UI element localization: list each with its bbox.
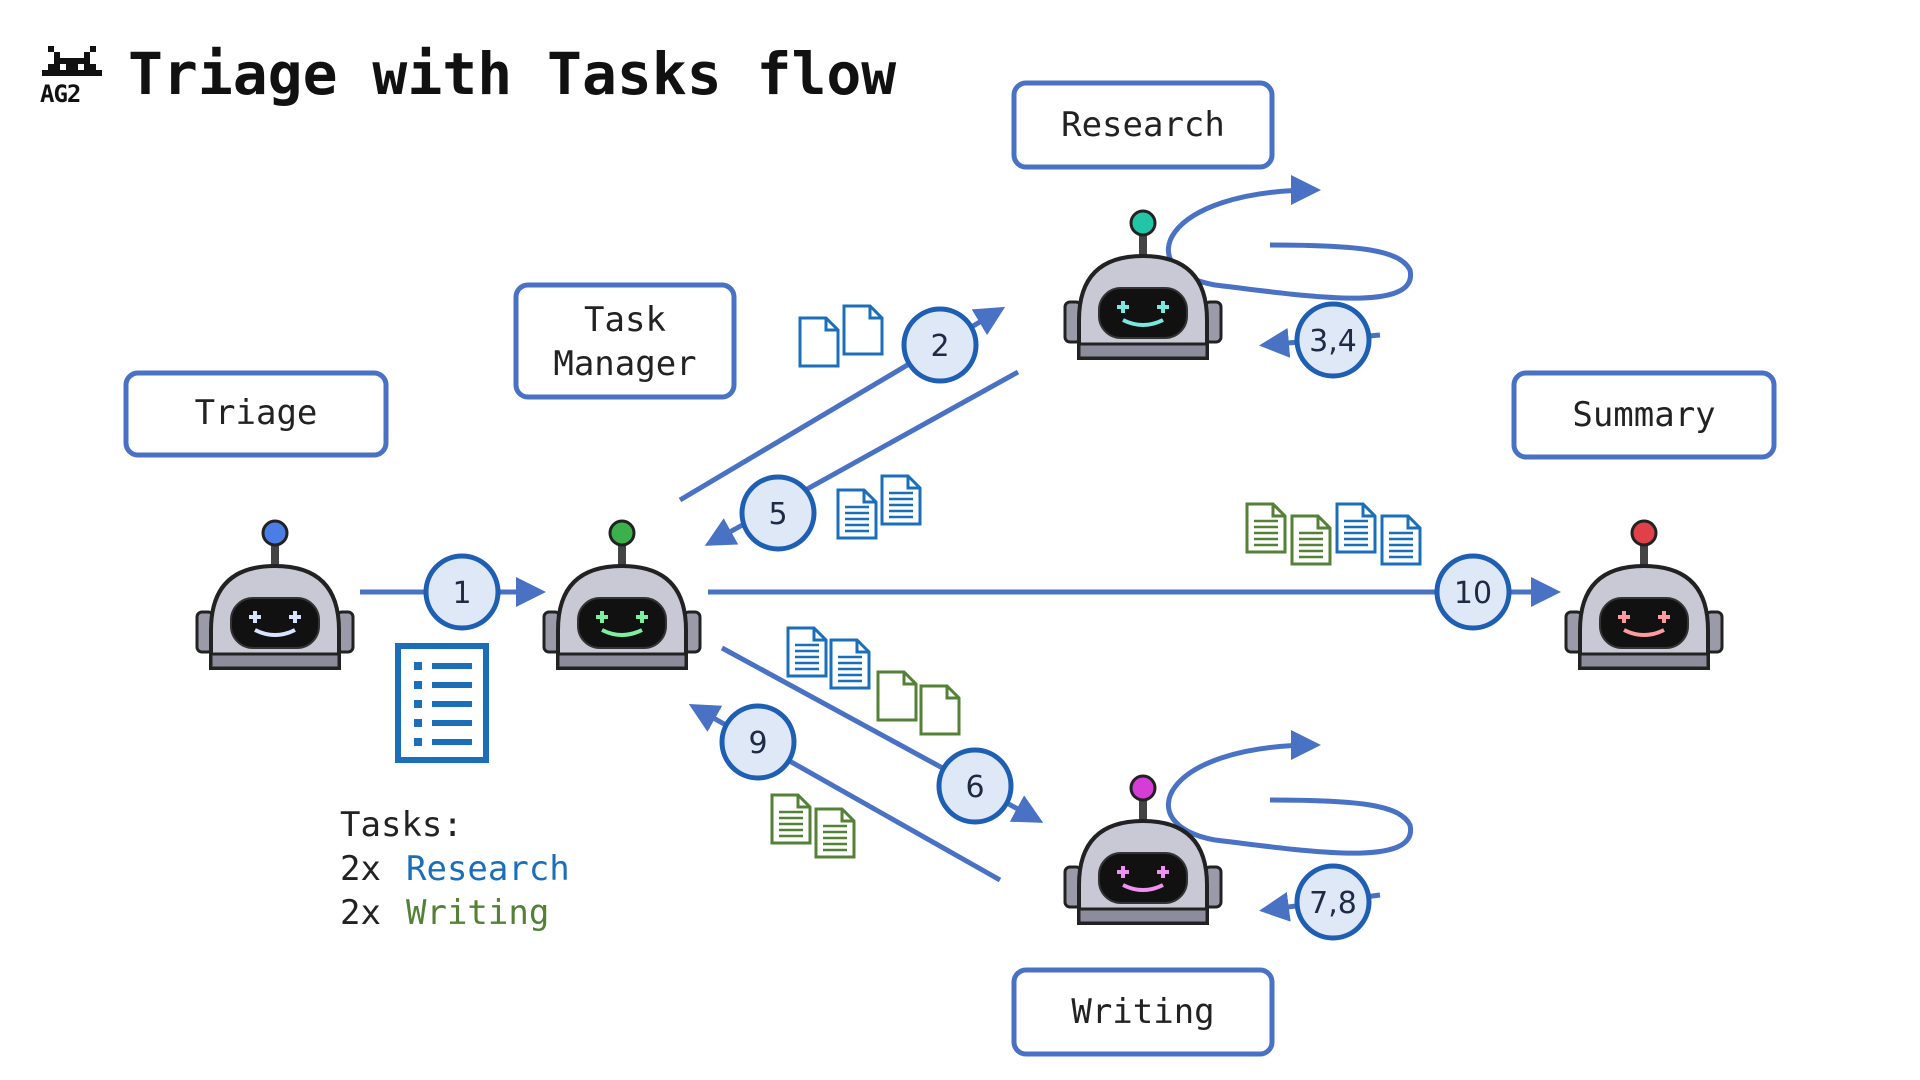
step-badge-label: 1 (452, 576, 471, 611)
step-badge-label: 2 (930, 329, 949, 364)
step-badge: 3,4 (1294, 301, 1372, 379)
ag2-logo-icon: AG2 (40, 46, 102, 108)
flow-7-8-writing-loop (1165, 730, 1413, 856)
step-badge-label: 7,8 (1309, 886, 1357, 921)
document-icon (829, 638, 871, 690)
step-badge: 1 (423, 553, 501, 631)
tasks-writing-label: Writing (406, 893, 549, 933)
tasks-summary: Tasks: 2x Research 2x Writing (340, 805, 570, 933)
tasks-writing-count: 2x (340, 893, 381, 933)
step-badge-label: 10 (1454, 576, 1492, 611)
agent-label-research-text: Research (1061, 105, 1225, 145)
agent-label-manager-line1: Task (584, 300, 666, 340)
document-icon (1245, 502, 1287, 554)
step-badge: 9 (719, 703, 797, 781)
document-icon (919, 684, 961, 736)
robot-summary-icon (1564, 519, 1724, 670)
step-badge: 6 (936, 747, 1014, 825)
tasks-research-count: 2x (340, 849, 381, 889)
agent-label-summary: Summary (1511, 370, 1777, 460)
page-title: Triage with Tasks flow (128, 40, 896, 108)
document-icon (1335, 502, 1377, 554)
document-icon (1290, 514, 1332, 566)
document-icon (798, 316, 840, 368)
step-badge-label: 3,4 (1309, 324, 1357, 359)
agent-label-triage: Triage (123, 370, 389, 458)
agent-label-manager-line2: Manager (553, 344, 696, 384)
step-badge: 2 (901, 306, 979, 384)
logo-text: AG2 (40, 80, 80, 108)
document-icon (786, 626, 828, 678)
step-badge-label: 9 (748, 726, 767, 761)
robot-writing-icon (1063, 774, 1223, 925)
agent-label-triage-text: Triage (195, 393, 318, 433)
document-icon (1380, 514, 1422, 566)
agent-label-writing-text: Writing (1071, 992, 1214, 1032)
flow-connectors (360, 175, 1561, 922)
step-badge: 7,8 (1294, 863, 1372, 941)
step-badge: 10 (1434, 553, 1512, 631)
document-icon (876, 670, 918, 722)
document-icon (836, 488, 878, 540)
agent-label-manager: Task Manager (513, 282, 737, 400)
document-icon (770, 793, 812, 845)
tasks-research-label: Research (406, 849, 570, 889)
robot-manager-icon (542, 519, 702, 670)
agent-label-summary-text: Summary (1572, 395, 1715, 435)
agent-label-research: Research (1011, 80, 1275, 170)
robot-research-icon (1063, 209, 1223, 360)
document-icon (814, 807, 856, 859)
tasks-heading: Tasks: (340, 805, 463, 845)
step-badge-label: 5 (768, 497, 787, 532)
step-badge: 5 (739, 474, 817, 552)
step-badge-label: 6 (965, 770, 984, 805)
document-icon (842, 304, 884, 356)
task-list-icon (395, 643, 489, 763)
robot-triage-icon (195, 519, 355, 670)
document-icon (880, 474, 922, 526)
flow-3-4-research-loop (1165, 175, 1413, 301)
agent-label-writing: Writing (1011, 967, 1275, 1057)
